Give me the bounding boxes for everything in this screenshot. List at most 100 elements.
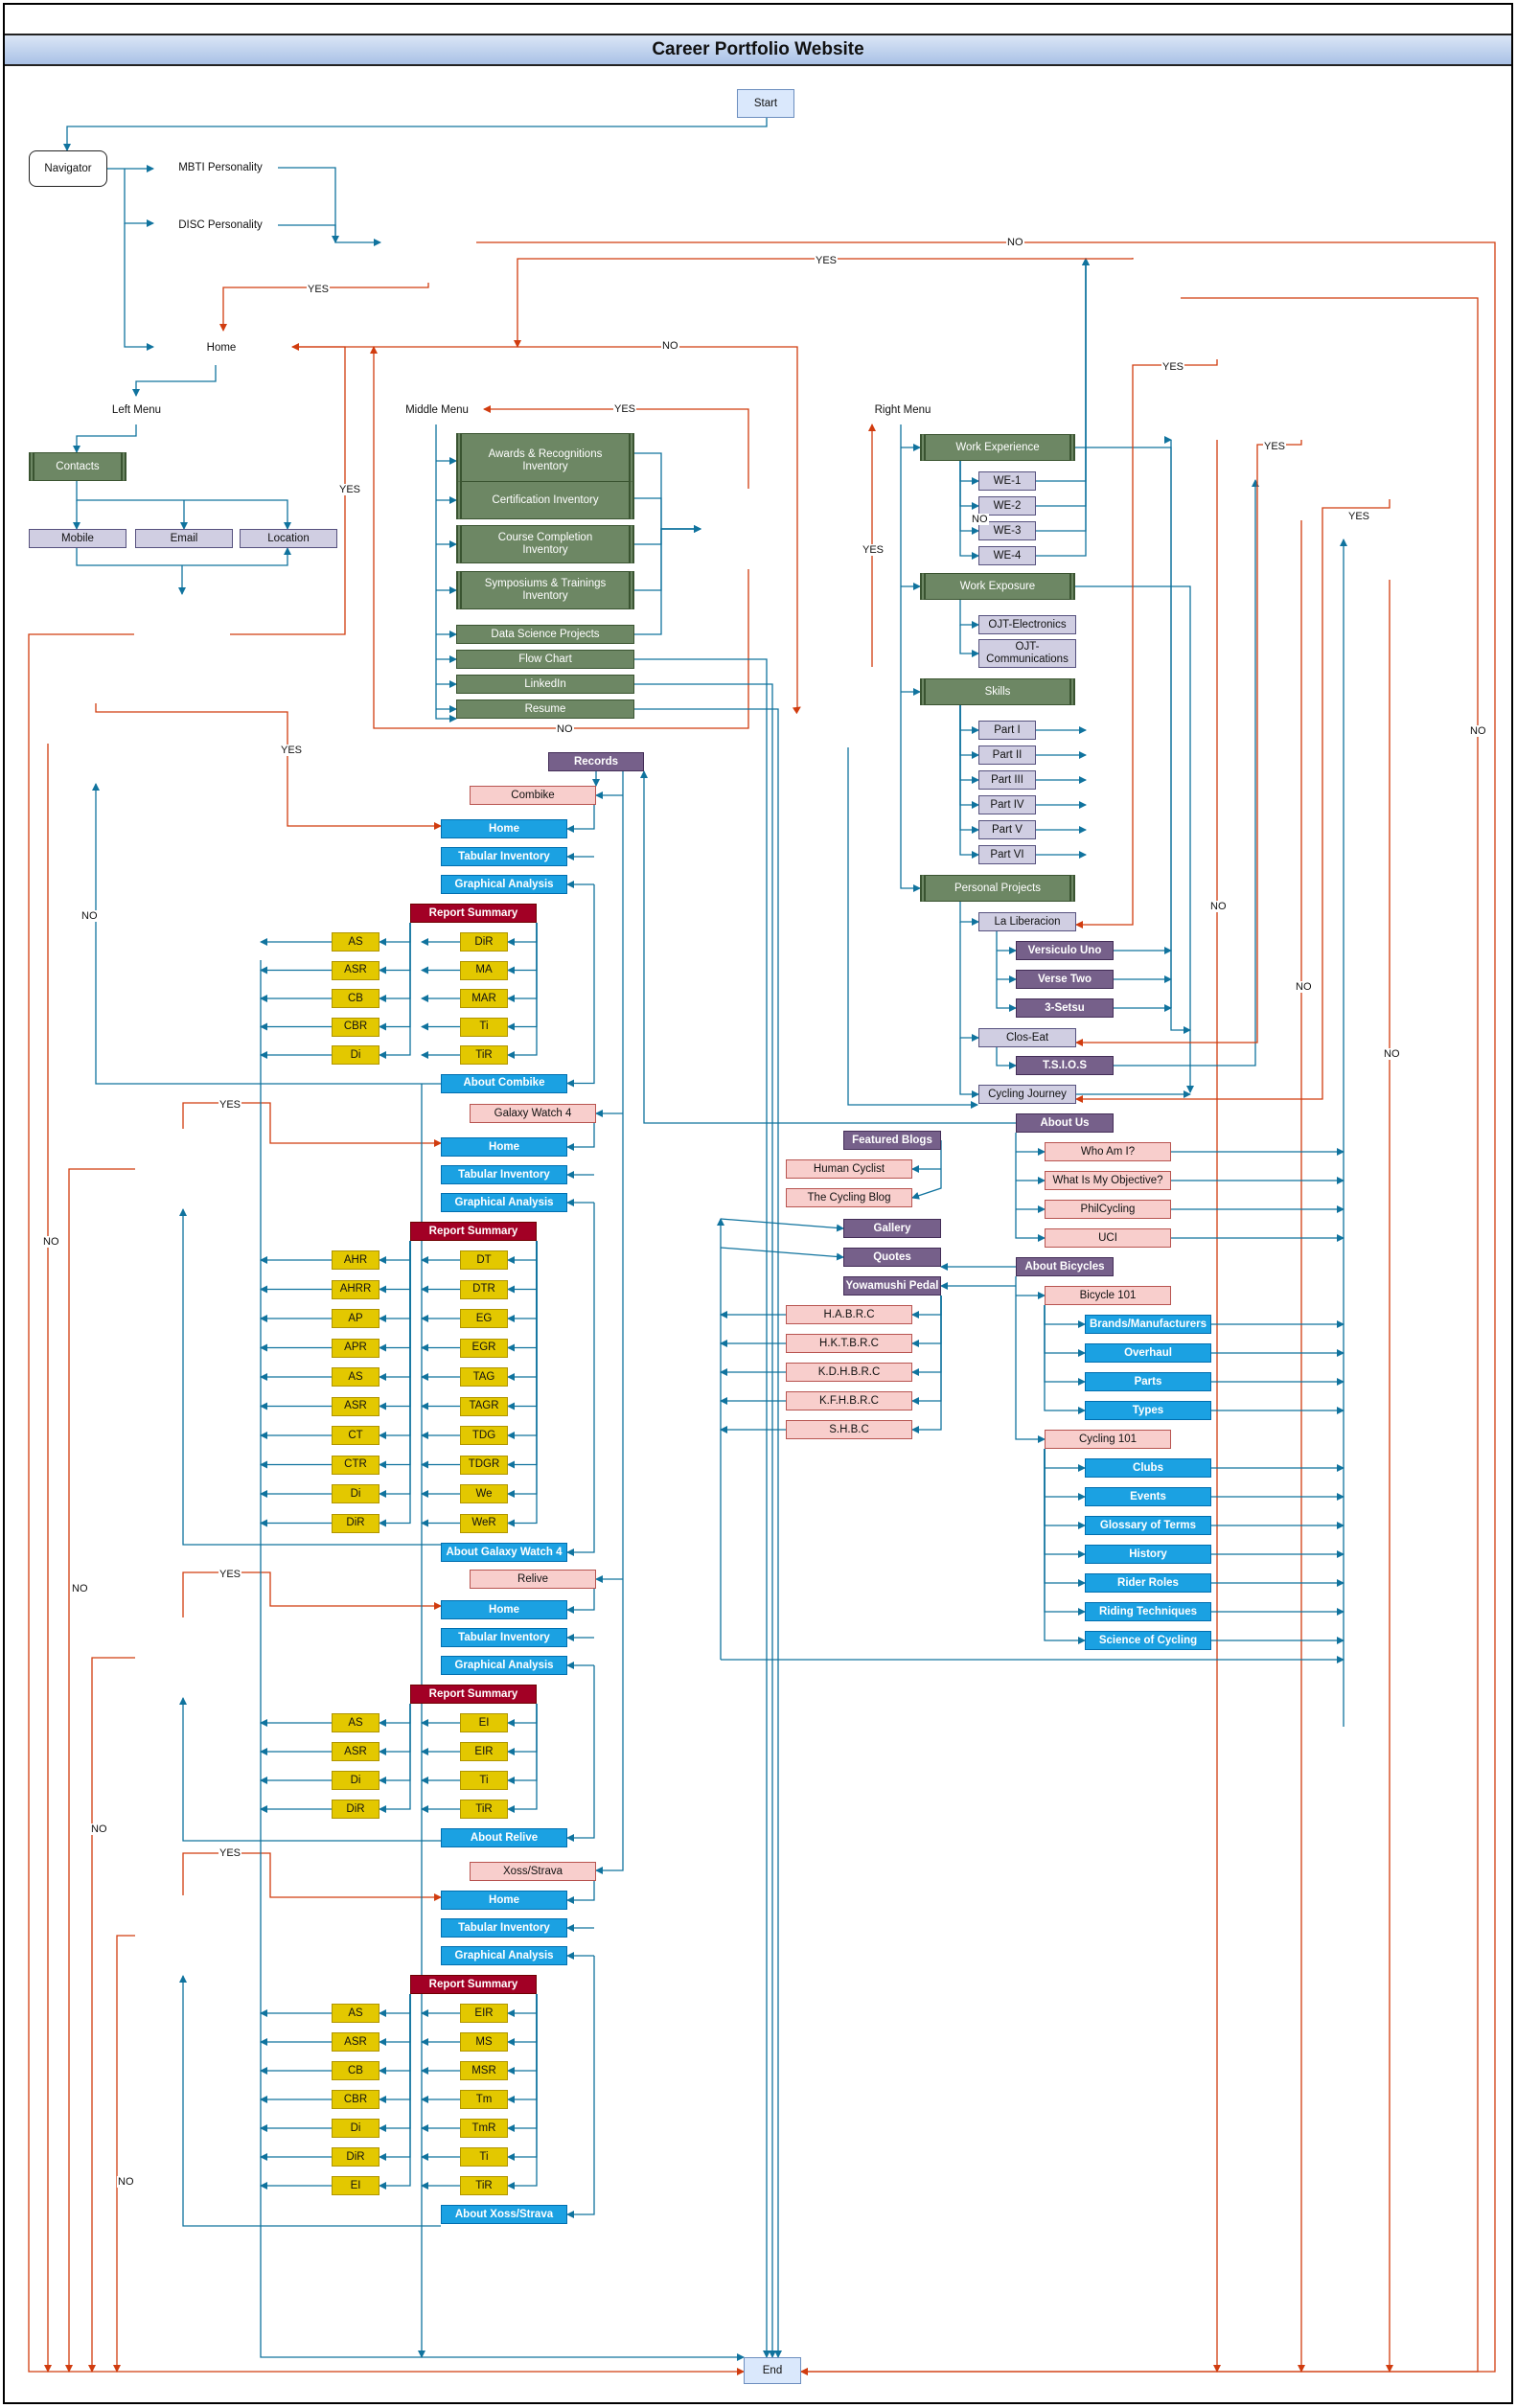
connector-edge (507, 923, 538, 1031)
go-home-decision-left-2: Go back to Home? (135, 1129, 231, 1209)
go-home-decision-top: Go back to Home? (380, 202, 476, 283)
tsios-node: T.S.I.O.S (1016, 1056, 1114, 1075)
connector-edge (88, 1657, 135, 2373)
connector-edge (379, 923, 411, 946)
go-home-decision-r2: Go back to Home? (1253, 440, 1349, 520)
xoss-metric-right-5: Ti (460, 2147, 508, 2167)
galaxy-tabular-node: Tabular Inventory (441, 1165, 567, 1184)
connector-edge (507, 1994, 538, 2017)
navigator-node: Navigator (29, 150, 107, 187)
connector-edge (566, 1589, 595, 1614)
connector-edge (959, 705, 979, 834)
connector-edge (260, 960, 745, 2361)
ds-projects-node: Data Science Projects (456, 625, 634, 644)
connector-edge (959, 600, 979, 629)
connector-edge (65, 1168, 135, 2373)
connector-edge (379, 1704, 411, 1755)
connector-edge (1044, 1449, 1086, 1616)
go-home-decision-right: Go back to Home? (800, 667, 896, 747)
connector-edge (379, 1994, 411, 2161)
galaxy-metric-right-0: DT (460, 1250, 508, 1270)
middle-menu-node: Middle Menu (379, 396, 495, 424)
part-4-node: Part IV (978, 795, 1036, 814)
xoss-metric-right-6: TiR (460, 2176, 508, 2195)
rider-roles-node: Rider Roles (1085, 1573, 1211, 1593)
xoss-metric-left-3: CBR (332, 2090, 379, 2109)
work-exposure-node: Work Exposure (920, 573, 1075, 600)
versiculo-node: Versiculo Uno (1016, 941, 1114, 960)
edge-label-yes: YES (613, 403, 637, 415)
connector-edge (996, 1047, 1017, 1069)
connector-edge (507, 923, 538, 946)
connector-edge (76, 481, 291, 530)
xoss-node: Xoss/Strava (470, 1862, 596, 1881)
galaxy-metric-left-3: APR (332, 1338, 379, 1358)
connector-edge (507, 1241, 538, 1410)
galaxy-metric-left-0: AHR (332, 1250, 379, 1270)
connector-edge (720, 1247, 844, 1261)
galaxy-about-node: About Galaxy Watch 4 (441, 1543, 567, 1562)
edge-label-yes: YES (1347, 511, 1371, 522)
connector-edge (124, 169, 154, 227)
connector-edge (182, 1852, 442, 1901)
kfhbrc-node: K.F.H.B.R.C (786, 1391, 912, 1410)
relive-metric-left-0: AS (332, 1713, 379, 1732)
connector-edge (634, 525, 701, 635)
connector-edge (507, 1704, 538, 1813)
connector-edge (720, 1218, 844, 1232)
galaxy-report-node: Report Summary (410, 1222, 537, 1241)
ojt-elec-node: OJT-Electronics (978, 615, 1076, 634)
quotes-node: Quotes (843, 1248, 941, 1267)
connector-edge (278, 224, 339, 243)
end-node: End (744, 2357, 801, 2384)
relive-metric-right-3: TiR (460, 1800, 508, 1819)
riding-tech-node: Riding Techniques (1085, 1602, 1211, 1621)
connector-edge (634, 708, 782, 2358)
connector-edge (379, 1994, 411, 2190)
connector-edge (507, 1994, 538, 2161)
connector-edge (379, 1994, 411, 2132)
galaxy-metric-left-5: ASR (332, 1396, 379, 1416)
connector-edge (566, 1123, 595, 1151)
connector-edge (1075, 359, 1218, 929)
featured-blogs-node: Featured Blogs (843, 1131, 941, 1150)
connector-edge (435, 424, 457, 722)
edge-label-yes: YES (218, 1569, 242, 1580)
connector-edge (959, 461, 979, 510)
galaxy-metric-right-4: TAG (460, 1367, 508, 1387)
relive-metric-right-0: EI (460, 1713, 508, 1732)
relive-metric-right-2: Ti (460, 1771, 508, 1790)
connector-edge (959, 705, 979, 734)
connector-edge (292, 346, 801, 715)
edge-label-no: NO (117, 2176, 135, 2188)
habrc-node: H.A.B.R.C (786, 1305, 912, 1324)
kdhbrc-node: K.D.H.B.R.C (786, 1363, 912, 1382)
relive-node: Relive (470, 1570, 596, 1589)
email-node: Email (135, 529, 233, 548)
connector-edge (634, 658, 770, 2358)
connector-edge (566, 1956, 595, 2218)
galaxy-graphical-node: Graphical Analysis (441, 1193, 567, 1212)
connector-edge (507, 1704, 538, 1755)
connector-edge (379, 923, 411, 1059)
who-am-i-node: Who Am I? (1045, 1142, 1171, 1161)
connector-edge (566, 1203, 595, 1556)
relive-metric-left-2: Di (332, 1771, 379, 1790)
symposiums-node: Symposiums & Trainings Inventory (456, 571, 634, 609)
xoss-metric-right-3: Tm (460, 2090, 508, 2109)
connector-edge (1044, 1449, 1086, 1587)
connector-edge (634, 452, 701, 533)
location-node: Location (240, 529, 337, 548)
combike-report-node: Report Summary (410, 904, 537, 923)
connector-edge (595, 771, 624, 1874)
galaxy-metric-left-1: AHRR (332, 1279, 379, 1299)
connector-edge (1044, 1449, 1086, 1644)
we4-node: WE-4 (978, 546, 1036, 565)
connector-edge (507, 1704, 538, 1784)
xoss-metric-right-2: MSR (460, 2061, 508, 2080)
connector-edge (507, 923, 538, 975)
connector-edge (379, 1241, 411, 1352)
xoss-metric-left-0: AS (332, 2004, 379, 2023)
connector-edge (1015, 1276, 1046, 1443)
connector-edge (566, 1665, 595, 1842)
